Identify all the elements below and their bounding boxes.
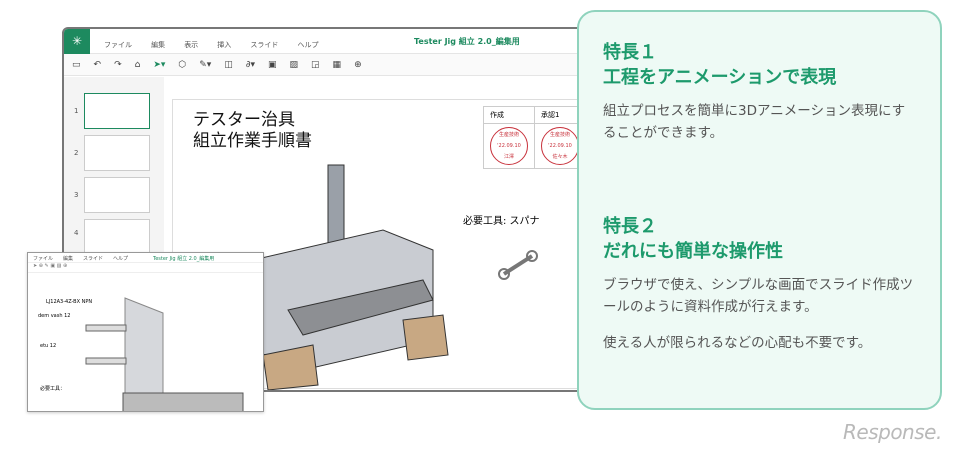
stamp-date: '22.09.10 bbox=[548, 143, 572, 149]
required-tools-label: 必要工具: スパナ bbox=[463, 216, 540, 227]
3d-object-icon[interactable]: ⬡ bbox=[178, 59, 187, 70]
home-icon[interactable]: ⌂ bbox=[134, 59, 141, 70]
split-icon[interactable]: ◫ bbox=[224, 59, 233, 70]
menu-item[interactable]: ファイル bbox=[33, 256, 54, 262]
stamp-dept: 生産技術 bbox=[498, 132, 519, 138]
menu-insert[interactable]: 挿入 bbox=[217, 40, 232, 49]
stamp-header: 作成 bbox=[483, 106, 535, 124]
feature-panel: 特長１ 工程をアニメーションで表現 組立プロセスを簡単に3Dアニメーション表現にす… bbox=[577, 10, 942, 410]
menu-item[interactable]: ヘルプ bbox=[113, 256, 129, 262]
undo-icon[interactable]: ↶ bbox=[93, 59, 102, 70]
app-window: ✳ ファイル 編集 表示 挿入 スライド ヘルプ Tester Jig 組立 2… bbox=[62, 27, 602, 392]
wrench-icon bbox=[498, 250, 538, 280]
feature2-text: ブラウザで使え、シンプルな画面でスライド作成ツールのように資料作成が行えます。 bbox=[603, 277, 914, 315]
feature2-note: 使える人が限られるなどの心配も不要です。 bbox=[603, 335, 872, 351]
menu-bar: ✳ ファイル 編集 表示 挿入 スライド ヘルプ Tester Jig 組立 2… bbox=[64, 29, 600, 54]
stamp-dept: 生産技術 bbox=[549, 132, 570, 138]
redo-icon[interactable]: ↷ bbox=[114, 59, 122, 70]
select-icon[interactable]: ➤▾ bbox=[153, 59, 166, 70]
thumbnail-2[interactable] bbox=[84, 135, 150, 171]
menu-view[interactable]: 表示 bbox=[184, 40, 199, 49]
table-icon[interactable]: ▦ bbox=[332, 59, 342, 70]
stamp: 生産技術 '22.09.10 江澤 bbox=[490, 127, 528, 165]
title-line: 組立作業手順書 bbox=[193, 131, 312, 151]
stamp-name: 江澤 bbox=[503, 154, 514, 160]
add-icon[interactable]: ⊕ bbox=[354, 59, 362, 70]
stamp-date: '22.09.10 bbox=[497, 143, 521, 149]
thumb-number: 1 bbox=[74, 107, 79, 115]
jig-3d-model[interactable] bbox=[233, 160, 483, 390]
app-logo-icon: ✳ bbox=[64, 29, 90, 54]
exploded-3d-view[interactable] bbox=[28, 253, 264, 412]
response-watermark: Response. bbox=[843, 420, 942, 444]
toolbar: ▭ ↶ ↷ ⌂ ➤▾ ⬡ ✎▾ ◫ ∂▾ ▣ ▨ ◲ ▦ ⊕ bbox=[64, 54, 600, 76]
image-icon[interactable]: ▨ bbox=[289, 59, 299, 70]
secondary-window: ファイル 編集 スライド ヘルプ Tester Jig 組立 2.0_編集用 ➤… bbox=[27, 252, 264, 412]
feature1-heading: 特長１ 工程をアニメーションで表現 bbox=[603, 40, 916, 90]
thumb-number: 2 bbox=[74, 149, 79, 157]
menu-item[interactable]: 編集 bbox=[63, 256, 74, 262]
thumb-number: 3 bbox=[74, 191, 79, 199]
link-icon[interactable]: ∂▾ bbox=[245, 59, 255, 70]
menu: ファイル 編集 表示 挿入 スライド ヘルプ bbox=[90, 32, 318, 51]
menu-item[interactable]: スライド bbox=[83, 256, 104, 262]
shape-icon[interactable]: ◲ bbox=[311, 59, 320, 70]
menu-help[interactable]: ヘルプ bbox=[297, 40, 319, 49]
feature1-title: 工程をアニメーションで表現 bbox=[603, 67, 837, 88]
thumbnail-3[interactable] bbox=[84, 177, 150, 213]
menu-file[interactable]: ファイル bbox=[104, 40, 132, 49]
thumbnail-4[interactable] bbox=[84, 219, 150, 255]
small-toolbar: ➤ ⊕ ✎ ▣ ▨ ⊕ bbox=[28, 263, 263, 273]
part-label: dem vash 12 bbox=[38, 313, 71, 319]
part-label: 必要工具： bbox=[40, 386, 66, 392]
small-menu-bar: ファイル 編集 スライド ヘルプ Tester Jig 組立 2.0_編集用 bbox=[28, 253, 263, 263]
stamp-name: 佐々木 bbox=[552, 154, 568, 160]
slide-title: テスター治具組立作業手順書 bbox=[193, 110, 312, 152]
part-label: etu 12 bbox=[40, 343, 57, 349]
document-title: Tester Jig 組立 2.0_編集用 bbox=[414, 37, 520, 46]
feature2-label: 特長２ bbox=[603, 216, 657, 237]
thumbnail-1[interactable] bbox=[84, 93, 150, 129]
feature1-label: 特長１ bbox=[603, 42, 657, 63]
small-title: Tester Jig 組立 2.0_編集用 bbox=[153, 256, 215, 262]
stamp: 生産技術 '22.09.10 佐々木 bbox=[541, 127, 579, 165]
feature1-text: 組立プロセスを簡単に3Dアニメーション表現にすることができます。 bbox=[603, 103, 906, 141]
menu-edit[interactable]: 編集 bbox=[151, 40, 166, 49]
title-line: テスター治具 bbox=[193, 110, 295, 130]
feature2-title: だれにも簡単な操作性 bbox=[603, 241, 783, 262]
feature2-heading: 特長２ だれにも簡単な操作性 bbox=[603, 214, 916, 264]
part-label: LJ12A3-4Z-BX NPN bbox=[46, 299, 93, 305]
new-slide-icon[interactable]: ▭ bbox=[72, 59, 81, 70]
thumb-number: 4 bbox=[74, 229, 79, 237]
text-box-icon[interactable]: ▣ bbox=[268, 59, 277, 70]
pen-icon[interactable]: ✎▾ bbox=[199, 59, 212, 70]
menu-slide[interactable]: スライド bbox=[250, 40, 279, 49]
